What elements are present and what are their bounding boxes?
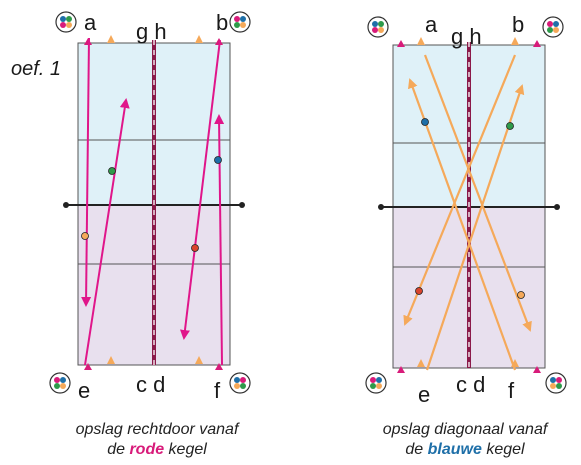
red-cone xyxy=(215,363,223,370)
right-caption: opslag diagonaal vanaf de blauwe kegel xyxy=(350,420,580,460)
serve-arrow xyxy=(403,54,517,326)
label-gh: g h xyxy=(136,19,167,44)
label-gh: g h xyxy=(451,24,482,49)
left-court: a g h b e c d f oef. 1 xyxy=(11,10,251,403)
right-caption-prefix: de xyxy=(405,441,428,458)
label-a: a xyxy=(425,12,438,37)
serve-arrow xyxy=(423,54,532,332)
net-post-right xyxy=(554,204,560,210)
net-post-left xyxy=(63,202,69,208)
orange-cone xyxy=(107,356,115,364)
player-green xyxy=(506,122,514,130)
red-cone xyxy=(397,40,405,47)
left-caption-prefix: de xyxy=(107,441,130,458)
orange-cone xyxy=(417,37,425,45)
balls-icon xyxy=(49,372,71,394)
player-green xyxy=(108,167,116,175)
red-cone xyxy=(533,40,541,47)
balls-icon xyxy=(542,16,564,38)
player-red xyxy=(415,287,423,295)
label-a: a xyxy=(84,10,97,35)
left-caption-suffix: kegel xyxy=(164,441,207,458)
balls-icon xyxy=(229,372,251,394)
right-caption-line2: de blauwe kegel xyxy=(350,440,580,460)
net-post-left xyxy=(378,204,384,210)
left-caption-line1: opslag rechtdoor vanaf xyxy=(75,421,239,438)
serve-arrow xyxy=(179,39,221,340)
player-orange xyxy=(517,291,525,299)
balls-icon xyxy=(365,372,387,394)
player-blue xyxy=(421,118,429,126)
net-post-right xyxy=(239,202,245,208)
label-f: f xyxy=(508,378,515,403)
label-f: f xyxy=(214,378,221,403)
serve-arrow xyxy=(81,37,92,307)
orange-cone xyxy=(417,359,425,367)
label-b: b xyxy=(216,10,228,35)
serve-arrow xyxy=(408,78,517,371)
red-cone xyxy=(397,366,405,373)
player-orange xyxy=(81,232,89,240)
label-e: e xyxy=(78,378,90,403)
left-caption-highlight: rode xyxy=(129,441,165,458)
label-e: e xyxy=(418,382,430,407)
red-cone xyxy=(84,363,92,370)
serve-arrow xyxy=(84,98,130,366)
right-court: a g h b e c d f xyxy=(365,12,567,407)
orange-cone xyxy=(195,35,203,43)
player-red xyxy=(191,244,199,252)
label-cd: c d xyxy=(456,372,485,397)
right-caption-highlight: blauwe xyxy=(427,441,482,458)
orange-cone xyxy=(195,356,203,364)
label-cd: c d xyxy=(136,372,165,397)
balls-icon xyxy=(367,16,389,38)
player-blue xyxy=(214,156,222,164)
orange-cone xyxy=(511,37,519,45)
balls-icon xyxy=(545,372,567,394)
balls-icon xyxy=(229,11,251,33)
balls-icon xyxy=(55,11,77,33)
red-cone xyxy=(533,366,541,373)
left-caption: opslag rechtdoor vanaf de rode kegel xyxy=(42,420,272,460)
serve-arrow xyxy=(425,84,525,371)
exercise-label: oef. 1 xyxy=(11,58,61,80)
right-caption-suffix: kegel xyxy=(481,441,525,458)
label-b: b xyxy=(512,12,524,37)
orange-cone xyxy=(107,35,115,43)
left-caption-line2: de rode kegel xyxy=(42,440,272,460)
right-caption-line1: opslag diagonaal vanaf xyxy=(382,421,548,438)
